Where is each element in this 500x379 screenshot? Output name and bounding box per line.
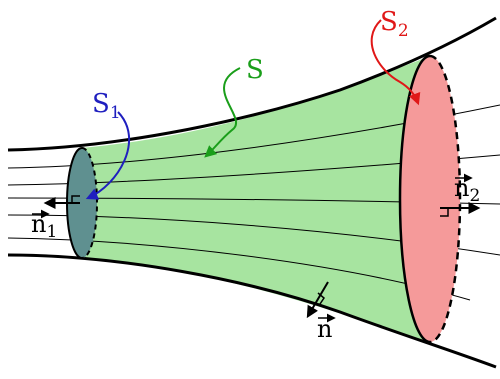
s2-label: S2 (380, 7, 409, 41)
s2-hidden-edge (429, 54, 462, 344)
s1-pointer-arrow (85, 111, 130, 200)
s-pointer-arrow (204, 67, 241, 158)
s2-front-edge (398, 54, 431, 344)
s1-surface (67, 148, 97, 258)
svg-text:n1: n1 (31, 210, 57, 242)
s2-surface (400, 56, 460, 342)
svg-text:n2: n2 (454, 174, 480, 206)
s1-hidden-edge (81, 147, 98, 259)
n2-label: n2 (454, 173, 480, 206)
n-label: n (317, 313, 336, 343)
tube-lower-boundary (7, 253, 497, 369)
s2-pointer-arrow (370, 19, 421, 106)
n1-label: n1 (31, 209, 57, 242)
tube-upper-boundary (7, 16, 497, 152)
n-normal-vector (306, 281, 329, 319)
n2-normal-vector (440, 202, 481, 217)
svg-text:n: n (317, 315, 332, 343)
s1-label: S1 (92, 89, 121, 123)
s-label: S (246, 55, 264, 85)
n1-normal-vector (43, 195, 80, 209)
